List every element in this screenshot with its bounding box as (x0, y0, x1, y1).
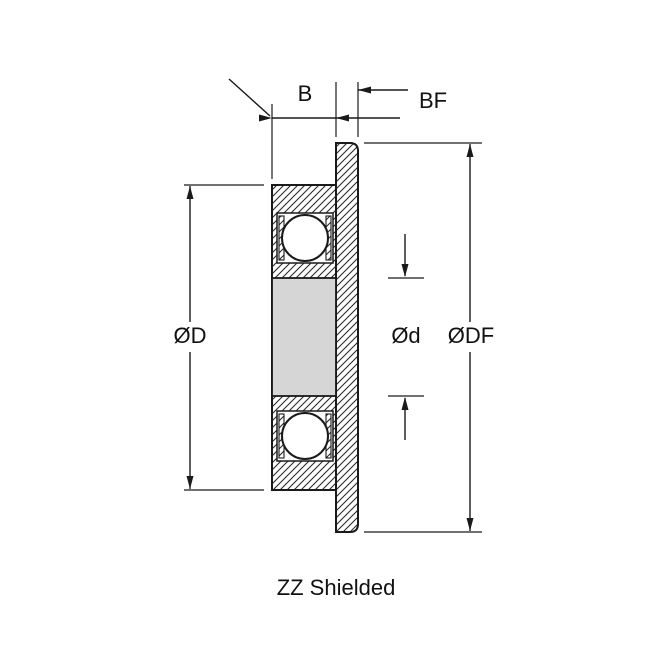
arrowhead-left-icon (336, 114, 349, 122)
arrowhead-up-icon (401, 397, 409, 410)
ball-top (281, 214, 329, 262)
label-bg-odf (440, 322, 502, 352)
flange-section (335, 142, 359, 533)
dimension-odf: ØDF (364, 142, 502, 533)
label-od: ØD (174, 323, 207, 348)
dimension-od: ØD (165, 184, 264, 491)
dimension-b: B (228, 78, 400, 179)
dimension-bf: BF (357, 82, 447, 137)
label-odf: ØDF (448, 323, 494, 348)
arrowhead-down-icon (186, 476, 194, 489)
arrowhead-down-icon (401, 264, 409, 277)
ball-bottom (281, 412, 329, 460)
label-d: Ød (391, 323, 420, 348)
caption-zz-shielded: ZZ Shielded (277, 575, 396, 600)
bore-section (271, 277, 337, 397)
arrowhead-right-icon (259, 114, 272, 122)
arrowhead-up-icon (466, 144, 474, 157)
label-bf: BF (419, 88, 447, 113)
dim-line-b-oblique (228, 78, 271, 117)
label-b: B (298, 81, 313, 106)
arrowhead-left-icon (358, 86, 371, 94)
arrowhead-down-icon (466, 518, 474, 531)
label-bg-od (165, 322, 215, 352)
arrowhead-up-icon (186, 186, 194, 199)
dimension-d: Ød (388, 234, 424, 440)
